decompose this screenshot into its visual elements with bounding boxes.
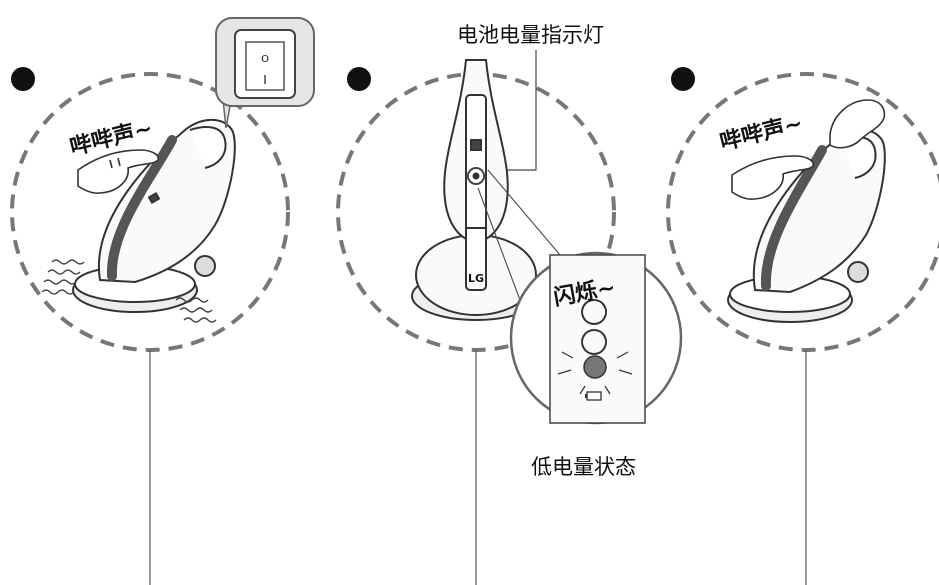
panel-3-sound-label: 哔哔声~ <box>717 111 805 156</box>
vacuum-device-1 <box>72 118 236 313</box>
indicator-label: 电池电量指示灯 <box>457 23 604 47</box>
low-battery-led <box>583 355 607 379</box>
low-battery-label: 低电量状态 <box>531 455 636 479</box>
panel-1-step-number: 1 <box>11 67 35 91</box>
vibration-marks-left <box>41 259 85 295</box>
led-flash-rays <box>557 351 633 395</box>
vacuum-device-2 <box>411 59 541 321</box>
switch-off-symbol: O <box>261 54 269 65</box>
vibration-marks-right <box>175 297 217 323</box>
svg-text:3: 3 <box>677 70 688 89</box>
hand-icon <box>77 149 160 194</box>
zoom-connector-bottom <box>477 187 521 301</box>
panel-2: 2 电池电量指示灯 LG <box>336 23 683 585</box>
panel-3: 3 哔哔声~ <box>666 67 939 585</box>
power-switch-bubble: O I <box>215 17 315 129</box>
magnified-indicator <box>509 251 683 425</box>
zoom-connector-top <box>487 169 561 256</box>
panel-3-step-number: 3 <box>671 67 695 91</box>
svg-text:1: 1 <box>17 70 28 89</box>
brand-logo: LG <box>468 272 484 285</box>
panel-1: 1 哔哔声~ <box>10 17 315 585</box>
panel-2-step-number: 2 <box>347 67 371 91</box>
hand-icon-pressing <box>731 155 815 200</box>
svg-text:2: 2 <box>353 70 364 89</box>
hand-icon-gripping <box>829 99 886 149</box>
battery-icon <box>585 391 602 401</box>
switch-on-symbol: I <box>263 73 267 87</box>
